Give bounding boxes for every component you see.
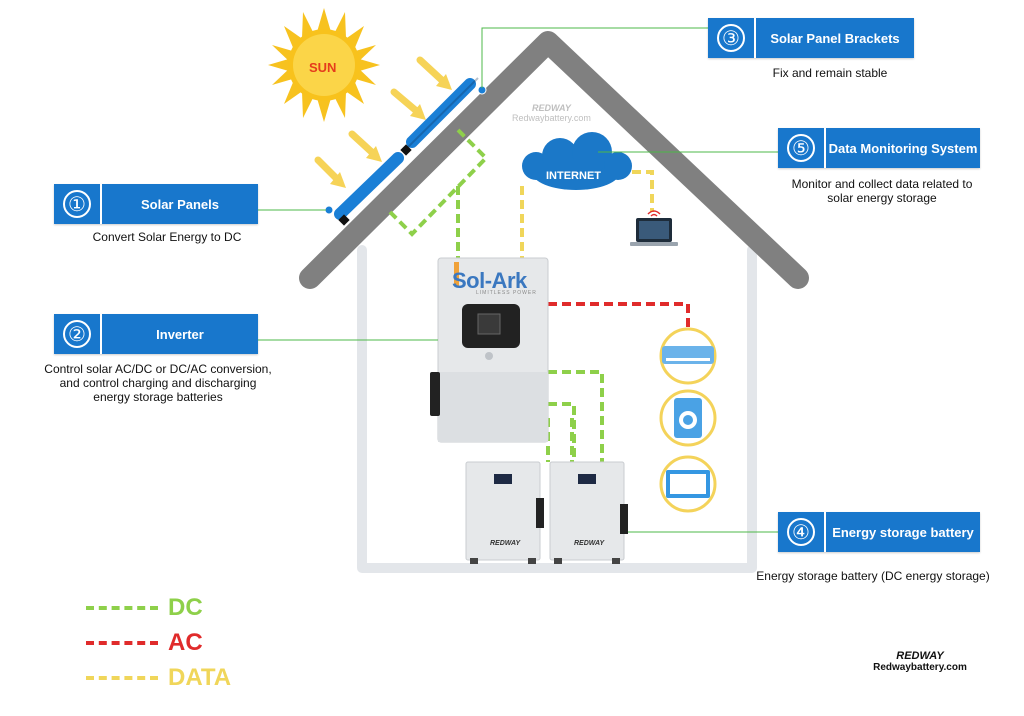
callout-number-glyph: ⑤ [787, 134, 815, 162]
description-line: Control solar AC/DC or DC/AC conversion, [44, 362, 272, 376]
battery-brand-right: REDWAY [574, 540, 605, 547]
description-line: energy storage batteries [93, 390, 223, 404]
callout-title: Data Monitoring System [828, 140, 978, 156]
callout-description: Control solar AC/DC or DC/AC conversion,… [30, 362, 286, 404]
callout-energy-storage-battery: ④ Energy storage battery [778, 512, 980, 552]
callout-title: Solar Panel Brackets [770, 30, 900, 46]
callout-number: ② [54, 314, 102, 354]
house-outline [357, 245, 757, 573]
callout-description: Fix and remain stable [772, 66, 888, 80]
callout-title: Energy storage battery [832, 524, 974, 540]
legend-swatch [86, 676, 158, 680]
callout-solar-panels: ① Solar Panels [54, 184, 258, 224]
callout-solar-panel-brackets: ③ Solar Panel Brackets [708, 18, 914, 58]
solar-panels-icon [334, 77, 479, 226]
watermark-brand: REDWAY [532, 103, 571, 113]
air-conditioner-icon [659, 327, 717, 385]
callout-number-glyph: ② [63, 320, 91, 348]
legend-swatch [86, 641, 158, 645]
legend-label: AC [168, 629, 203, 656]
panel-anchor [324, 205, 334, 215]
callout-number: ③ [708, 18, 756, 58]
cloud-icon [522, 132, 632, 190]
laptop-icon [630, 218, 678, 246]
footer-brand-name: REDWAY [896, 650, 944, 662]
inverter-tagline: LIMITLESS POWER [476, 290, 537, 296]
inline-watermark: REDWAY Redwaybattery.com [512, 103, 591, 123]
roof [299, 31, 809, 289]
battery-units [465, 461, 628, 564]
legend-label: DATA [168, 664, 232, 691]
legend-item-dc: DC [86, 594, 203, 622]
footer-brand: REDWAY Redwaybattery.com [862, 650, 978, 673]
description-line: Monitor and collect data related to [791, 177, 973, 191]
callout-data-monitoring-system: ⑤ Data Monitoring System [778, 128, 980, 168]
callout-description: Energy storage battery (DC energy storag… [756, 569, 990, 583]
callout-title: Solar Panels [140, 196, 220, 212]
callout-number-glyph: ③ [717, 24, 745, 52]
legend-swatch [86, 606, 158, 610]
washing-machine-icon [659, 389, 717, 447]
inverter-device [430, 257, 549, 443]
internet-label: INTERNET [546, 170, 601, 182]
callout-inverter: ② Inverter [54, 314, 258, 354]
callout-number-glyph: ④ [787, 518, 815, 546]
watermark-site: Redwaybattery.com [512, 113, 591, 123]
sunlight-arrowheads [330, 74, 452, 188]
legend-item-ac: AC [86, 629, 203, 657]
data-lines [520, 170, 654, 258]
callout-number: ⑤ [778, 128, 826, 168]
television-icon [659, 455, 717, 513]
callout-title: Inverter [156, 326, 204, 342]
callout-description: Convert Solar Energy to DC [92, 230, 242, 244]
ac-line [548, 302, 690, 334]
callout-number: ④ [778, 512, 826, 552]
sun-label: SUN [309, 60, 337, 75]
battery-brand-left: REDWAY [490, 540, 521, 547]
legend-label: DC [168, 594, 203, 621]
legend-item-data: DATA [86, 664, 231, 692]
callout-number: ① [54, 184, 102, 224]
leader-lines [258, 27, 778, 533]
inverter-brand: Sol-Ark [452, 268, 527, 293]
description-line: solar energy storage [827, 191, 937, 205]
callout-description: Monitor and collect data related to sola… [770, 177, 994, 205]
callout-number-glyph: ① [63, 190, 91, 218]
dc-lines [388, 128, 604, 462]
sun-icon [268, 8, 380, 122]
description-line: and control charging and discharging [59, 376, 257, 390]
footer-site: Redwaybattery.com [873, 662, 967, 673]
wifi-icon [647, 210, 661, 217]
